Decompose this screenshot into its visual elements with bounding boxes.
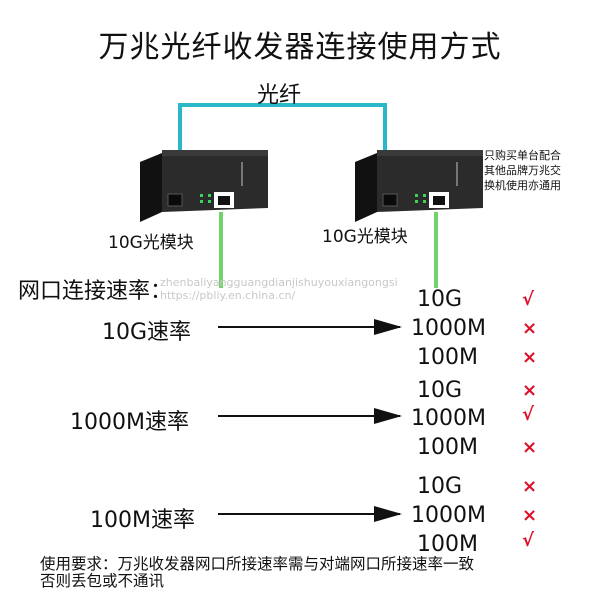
speed-option: 10G (417, 474, 463, 499)
cross-mark: × (522, 318, 538, 339)
speed-option: 100M (417, 532, 478, 557)
speed-option: 100M (417, 435, 478, 460)
fiber-label: 光纤 (257, 83, 302, 108)
rate-label-1000m: 1000M速率 (70, 410, 189, 435)
compatibility-note: 只购买单台配合 其他品牌万兆交 换机使用亦通用 (484, 148, 594, 193)
speed-option: 1000M (411, 406, 486, 431)
note-line: 只购买单台配合 (484, 149, 561, 162)
cross-mark: × (522, 380, 538, 401)
speed-option: 100M (417, 345, 478, 370)
requirement-line: 使用要求：万兆收发器网口所接速率需与对端网口所接速率一致 (40, 555, 475, 573)
usage-requirement: 使用要求：万兆收发器网口所接速率需与对端网口所接速率一致 否则丢包或不通讯 (40, 556, 590, 590)
cross-mark: × (522, 505, 538, 526)
watermark-line: https://pbliy.en.china.cn/ (160, 289, 296, 302)
speed-option: 10G (417, 287, 463, 312)
speed-option: 1000M (411, 316, 486, 341)
page-title: 万兆光纤收发器连接使用方式 (98, 30, 502, 65)
check-mark: √ (522, 289, 535, 310)
note-line: 其他品牌万兆交 (484, 164, 561, 177)
section-label: 网口连接速率： (18, 279, 173, 304)
check-mark: √ (522, 404, 535, 425)
note-line: 换机使用亦通用 (484, 179, 561, 192)
watermark-line: zhenbaliyangguangdianjishuyouxiangongsi (160, 276, 398, 289)
speed-option: 10G (417, 378, 463, 403)
check-mark: √ (522, 530, 535, 551)
watermark: zhenbaliyangguangdianjishuyouxiangongsi … (160, 276, 398, 302)
cross-mark: × (522, 347, 538, 368)
cross-mark: × (522, 437, 538, 458)
module-label-right: 10G光模块 (322, 227, 408, 247)
media-converter-left (140, 150, 268, 222)
cross-mark: × (522, 476, 538, 497)
speed-option: 1000M (411, 503, 486, 528)
rate-arrows (218, 319, 402, 522)
module-label-left: 10G光模块 (108, 233, 194, 253)
requirement-line: 否则丢包或不通讯 (40, 572, 165, 590)
rate-label-100m: 100M速率 (90, 508, 195, 533)
media-converter-right (355, 150, 483, 222)
rate-label-10g: 10G速率 (102, 320, 192, 345)
